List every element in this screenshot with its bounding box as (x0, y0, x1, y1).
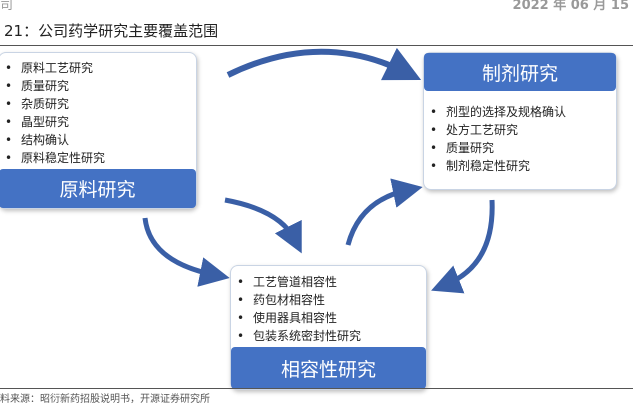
list-item: 原料工艺研究 (0, 59, 196, 77)
arrow-raw-to-compat-right (224, 197, 302, 254)
figure-title: 21：公司药学研究主要覆盖范围 (4, 22, 219, 40)
arrow-compat-to-formulation (345, 178, 423, 246)
list-item: 剂型的选择及规格确认 (424, 103, 616, 121)
list-item: 杂质研究 (0, 95, 196, 113)
list-item: 结构确认 (0, 131, 196, 149)
compatibility-title: 相容性研究 (231, 347, 426, 389)
list-item: 工艺管道相容性 (231, 273, 426, 291)
list-item: 质量研究 (424, 139, 616, 157)
list-item: 药包材相容性 (231, 291, 426, 309)
list-item: 使用器具相容性 (231, 309, 426, 327)
list-item: 包装系统密封性研究 (231, 327, 426, 345)
header-date: 2022 年 06 月 15 (512, 0, 629, 13)
arrow-formulation-to-compat (431, 199, 495, 294)
top-rule (0, 45, 633, 46)
arrow-raw-to-formulation (226, 47, 422, 81)
header-left: 司 (0, 0, 14, 13)
bottom-rule (0, 388, 633, 389)
source-note: 料来源：昭衍新药招股说明书，开源证券研究所 (0, 394, 210, 405)
list-item: 制剂稳定性研究 (424, 157, 616, 175)
formulation-title: 制剂研究 (424, 53, 616, 91)
raw-material-box: 原料工艺研究 质量研究 杂质研究 晶型研究 结构确认 原料稳定性研究 原料研究 (0, 52, 197, 209)
arrow-raw-to-compat-left (142, 217, 230, 287)
compatibility-box: 工艺管道相容性 药包材相容性 使用器具相容性 包装系统密封性研究 相容性研究 (230, 265, 427, 390)
list-item: 质量研究 (0, 77, 196, 95)
list-item: 原料稳定性研究 (0, 149, 196, 167)
list-item: 晶型研究 (0, 113, 196, 131)
list-item: 处方工艺研究 (424, 121, 616, 139)
formulation-box: 制剂研究 剂型的选择及规格确认 处方工艺研究 质量研究 制剂稳定性研究 (423, 52, 617, 190)
raw-material-title: 原料研究 (0, 169, 196, 208)
